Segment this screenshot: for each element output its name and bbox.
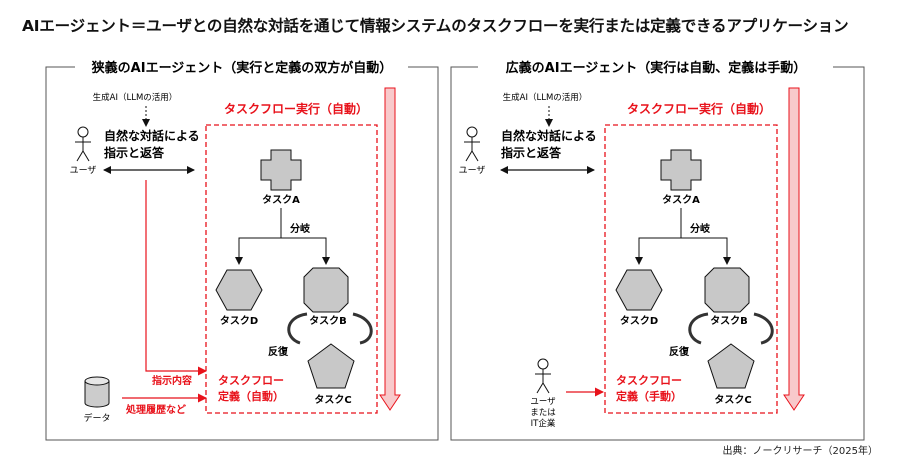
- database-icon: [84, 376, 110, 408]
- panel-heading: 狭義のAIエージェント（実行と定義の双方が自動）: [91, 60, 393, 76]
- panel-broad: 広義のAIエージェント（実行は自動、定義は手動） 生成AI（LLMの活用） ユー…: [450, 60, 865, 441]
- repeat-arrow-right: [352, 312, 373, 345]
- executor-label-line2: または: [530, 408, 556, 418]
- repeat-arrow-left: [287, 312, 308, 345]
- user-label: ユーザ: [459, 165, 486, 176]
- execution-direction-arrow: [379, 87, 401, 411]
- branch-line: [638, 237, 728, 262]
- repeat-arrow-left: [688, 312, 709, 345]
- page-title: AIエージェント＝ユーザとの自然な対話を通じて情報システムのタスクフローを実行ま…: [22, 17, 849, 35]
- repeat-label: 反復: [268, 345, 289, 358]
- panel-heading: 広義のAIエージェント（実行は自動、定義は手動）: [506, 60, 807, 76]
- task-a-shape: [660, 149, 702, 191]
- source-credit: 出典：ノークリサーチ（2025年）: [722, 446, 878, 457]
- task-d-shape: [615, 269, 663, 311]
- dialogue-label-line1: 自然な対話による: [104, 128, 200, 143]
- panel-narrow: 狭義のAIエージェント（実行と定義の双方が自動） 生成AI（LLMの活用） ユー…: [45, 60, 439, 441]
- panel-border: [45, 66, 439, 441]
- taskflow-define-label-line1: タスクフロー: [218, 374, 284, 387]
- user-icon: [75, 126, 91, 162]
- taskflow-define-label-line2: 定義（自動）: [218, 389, 284, 403]
- task-c-shape: [707, 343, 755, 389]
- taskflow-exec-label: タスクフロー実行（自動）: [224, 101, 368, 116]
- task-b-shape: [303, 267, 349, 313]
- task-a-shape: [260, 149, 302, 191]
- dialogue-label-line1: 自然な対話による: [501, 128, 597, 143]
- instruction-label: 指示内容: [152, 374, 192, 387]
- executor-label-line3: IT企業: [531, 418, 556, 429]
- dialogue-label-line2: 指示と返答: [104, 145, 165, 160]
- taskflow-exec-label: タスクフロー実行（自動）: [627, 101, 771, 116]
- taskflow-box: [205, 124, 378, 414]
- taskflow-define-label-line2: 定義（手動）: [616, 389, 682, 403]
- task-a-label: タスクA: [662, 194, 700, 206]
- branch-label: 分岐: [290, 222, 310, 235]
- llm-label: 生成AI（LLMの活用）: [93, 92, 178, 103]
- task-b-label: タスクB: [309, 315, 347, 327]
- user-icon: [464, 126, 480, 162]
- dialogue-label-line2: 指示と返答: [501, 145, 562, 160]
- task-d-shape: [215, 269, 263, 311]
- branch-line: [238, 237, 327, 262]
- executor-icon: [535, 358, 551, 394]
- task-b-shape: [704, 267, 750, 313]
- task-a-label: タスクA: [262, 194, 300, 206]
- task-c-label: タスクC: [314, 394, 351, 406]
- executor-label-line1: ユーザ: [530, 397, 556, 407]
- execution-direction-arrow: [783, 87, 805, 411]
- panel-border: [450, 66, 865, 441]
- taskflow-define-label-line1: タスクフロー: [616, 374, 682, 387]
- repeat-arrow-right: [753, 312, 774, 345]
- task-d-label: タスクD: [620, 315, 658, 327]
- user-label: ユーザ: [70, 165, 97, 176]
- data-label: データ: [83, 412, 110, 424]
- taskflow-box: [604, 124, 778, 414]
- instruction-arrow: [145, 180, 207, 376]
- task-c-label: タスクC: [714, 394, 751, 406]
- task-d-label: タスクD: [220, 315, 258, 327]
- task-b-label: タスクB: [710, 315, 748, 327]
- branch-label: 分岐: [690, 222, 710, 235]
- task-c-shape: [307, 343, 355, 389]
- history-label: 処理履歴など: [125, 403, 186, 416]
- repeat-label: 反復: [669, 345, 690, 358]
- llm-label: 生成AI（LLMの活用）: [503, 92, 588, 103]
